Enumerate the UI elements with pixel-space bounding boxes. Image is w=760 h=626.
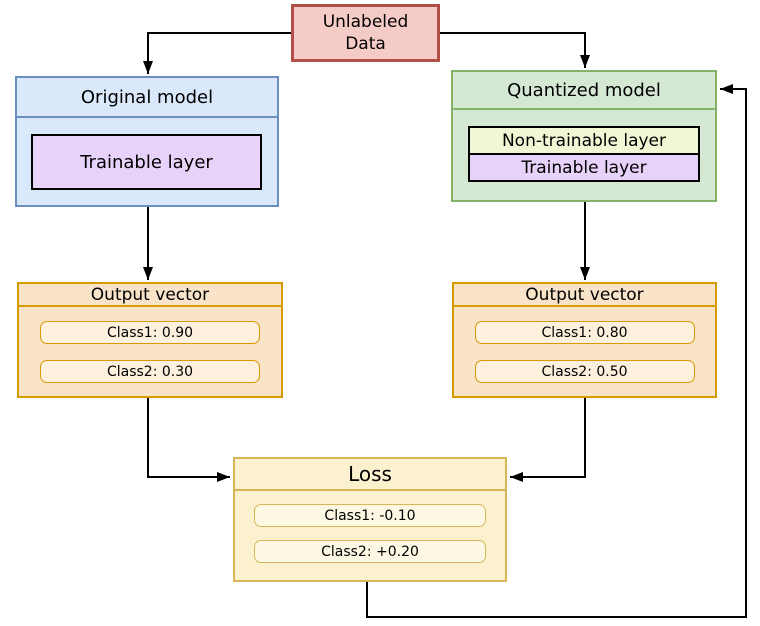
output-original-class1-value: Class1: 0.90: [40, 321, 260, 344]
arrow-unlabeled-to-original: [143, 32, 291, 74]
output-original-class2-value: Class2: 0.30: [40, 360, 260, 383]
arrow-output-quantized-to-loss: [510, 398, 586, 482]
original-model-title: Original model: [17, 78, 277, 118]
unlabeled-data-label: Unlabeled Data: [322, 11, 409, 54]
output-quantized-class1-value: Class1: 0.80: [474, 321, 695, 344]
loss-class1-value: Class1: -0.10: [254, 504, 486, 527]
quantized-trainable-layer: Trainable layer: [468, 153, 700, 182]
output-vector-quantized-title: Output vector: [454, 284, 715, 307]
node-original-model: Original model Trainable layer: [15, 76, 279, 207]
arrow-unlabeled-to-quantized: [440, 32, 590, 68]
loss-values: Class1: -0.10 Class2: +0.20: [235, 491, 505, 563]
original-trainable-layer: Trainable layer: [31, 134, 262, 190]
loss-title: Loss: [235, 459, 505, 491]
node-unlabeled-data: Unlabeled Data: [291, 4, 440, 62]
arrow-output-original-to-loss: [147, 398, 230, 482]
node-output-vector-original: Output vector Class1: 0.90 Class2: 0.30: [17, 282, 283, 398]
node-loss: Loss Class1: -0.10 Class2: +0.20: [233, 457, 507, 582]
quantized-layer-stack: Non-trainable layer Trainable layer: [468, 126, 700, 182]
loss-class2-value: Class2: +0.20: [254, 540, 486, 563]
output-vector-quantized-values: Class1: 0.80 Class2: 0.50: [454, 307, 715, 383]
output-vector-original-title: Output vector: [19, 284, 281, 307]
quantized-model-title: Quantized model: [453, 72, 715, 110]
output-quantized-class2-value: Class2: 0.50: [474, 360, 695, 383]
node-quantized-model: Quantized model Non-trainable layer Trai…: [451, 70, 717, 202]
output-vector-original-values: Class1: 0.90 Class2: 0.30: [19, 307, 281, 383]
quantized-nontrainable-layer: Non-trainable layer: [468, 126, 700, 155]
node-output-vector-quantized: Output vector Class1: 0.80 Class2: 0.50: [452, 282, 717, 398]
